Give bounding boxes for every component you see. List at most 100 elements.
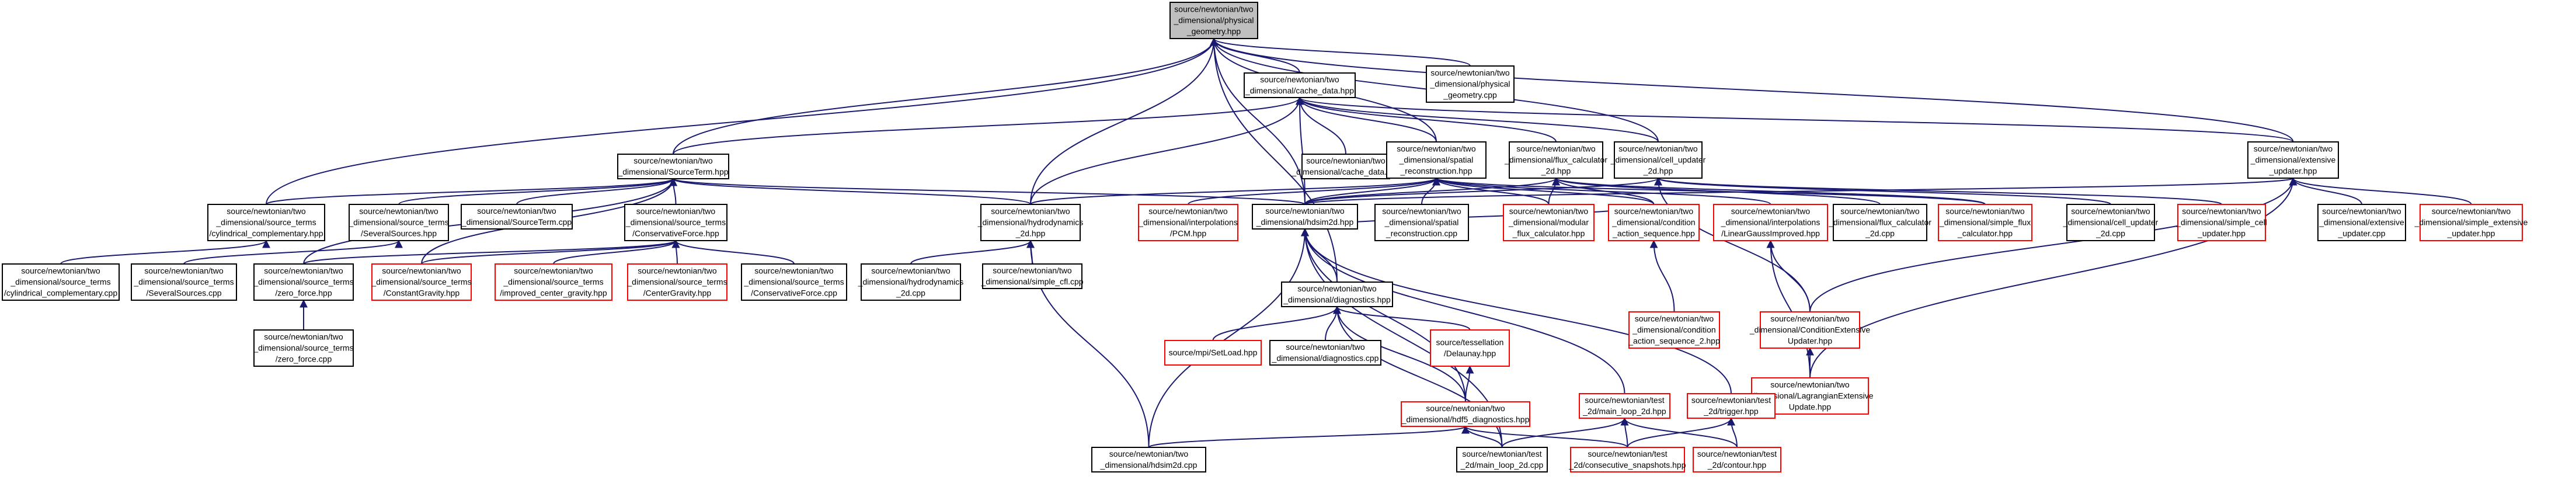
node-simpflux[interactable]: source/newtonian/two_dimensional/simple_… bbox=[1938, 204, 2032, 241]
node-cachecpp[interactable]: source/newtonian/two_dimensional/cache_d… bbox=[1291, 154, 1400, 179]
node-box-condseq2 bbox=[1628, 311, 1720, 349]
node-label-line: source/newtonian/two bbox=[1430, 68, 1510, 78]
node-cellupd[interactable]: source/newtonian/two_dimensional/cell_up… bbox=[1610, 141, 1706, 179]
node-mainloophpp[interactable]: source/newtonian/test_2d/main_loop_2d.hp… bbox=[1579, 393, 1670, 419]
node-condseq2[interactable]: source/newtonian/two_dimensional/conditi… bbox=[1628, 311, 1720, 349]
node-box-constgrav bbox=[371, 263, 472, 301]
node-condseq[interactable]: source/newtonian/two_dimensional/conditi… bbox=[1608, 204, 1700, 241]
node-label-line: _dimensional/diagnostics.hpp bbox=[1283, 295, 1391, 304]
node-constgrav[interactable]: source/newtonian/two_dimensional/source_… bbox=[371, 263, 472, 301]
node-label-line: source/newtonian/two bbox=[382, 266, 461, 276]
node-box-modflux bbox=[1503, 204, 1595, 241]
node-box-simpext bbox=[2420, 204, 2523, 241]
node-hdsim[interactable]: source/newtonian/two_dimensional/hdsim2d… bbox=[1252, 204, 1358, 230]
node-label-line: _dimensional/source_terms bbox=[371, 277, 471, 287]
node-trigger[interactable]: source/newtonian/test_2d/trigger.hpp bbox=[1687, 393, 1776, 419]
node-label-line: source/newtonian/two bbox=[991, 207, 1070, 216]
node-cylcpp[interactable]: source/newtonian/two_dimensional/source_… bbox=[2, 263, 120, 301]
edge-sevcpp-to-sevhpp bbox=[183, 239, 403, 265]
edge-condext-to-extupd bbox=[1809, 177, 2297, 312]
node-lingauss[interactable]: source/newtonian/two_dimensional/interpo… bbox=[1713, 204, 1828, 241]
node-label-line: _dimensional/cache_data.hpp bbox=[1245, 86, 1354, 95]
node-label-line: _dimensional/source_terms bbox=[348, 218, 448, 227]
node-label-line: _dimensional/spatial bbox=[1384, 218, 1459, 227]
node-zerohpp[interactable]: source/newtonian/two_dimensional/source_… bbox=[253, 263, 354, 301]
node-box-simpflux bbox=[1938, 204, 2032, 241]
node-label-line: source/newtonian/two bbox=[2322, 207, 2401, 216]
node-label-line: _dimensional/hdsim2d.hpp bbox=[1256, 217, 1354, 227]
edge-cellupd-to-cache bbox=[1296, 96, 1659, 143]
node-sourceterm[interactable]: source/newtonian/two_dimensional/SourceT… bbox=[617, 154, 729, 179]
node-label-line: _reconstruction.cpp bbox=[1386, 229, 1457, 238]
node-mainloopcpp[interactable]: source/newtonian/test_2d/main_loop_2d.cp… bbox=[1456, 447, 1548, 472]
node-pcm[interactable]: source/newtonian/two_dimensional/interpo… bbox=[1138, 204, 1238, 241]
node-spatial[interactable]: source/newtonian/two_dimensional/spatial… bbox=[1386, 141, 1487, 179]
node-stcpp[interactable]: source/newtonian/two_dimensional/SourceT… bbox=[461, 204, 573, 230]
node-label-line: _dimensional/source_terms bbox=[10, 277, 110, 287]
node-extupd[interactable]: source/newtonian/two_dimensional/extensi… bbox=[2247, 141, 2339, 179]
node-hdsimcpp[interactable]: source/newtonian/two_dimensional/hdsim2d… bbox=[1091, 447, 1206, 472]
node-cylhpp[interactable]: source/newtonian/two_dimensional/source_… bbox=[207, 204, 325, 241]
node-flux[interactable]: source/newtonian/two_dimensional/flux_ca… bbox=[1504, 141, 1607, 179]
node-label-line: source/newtonian/two bbox=[1945, 207, 2025, 216]
node-diag[interactable]: source/newtonian/two_dimensional/diagnos… bbox=[1281, 282, 1393, 307]
node-label-line: source/newtonian/test bbox=[1585, 395, 1664, 405]
node-extcpp[interactable]: source/newtonian/two_dimensional/extensi… bbox=[2317, 204, 2406, 241]
node-label-line: _dimensional/diagnostics.cpp bbox=[1272, 353, 1379, 363]
node-label-line: _2d/contour.hpp bbox=[1707, 460, 1767, 470]
node-box-lingauss bbox=[1713, 204, 1828, 241]
node-conshpp[interactable]: source/newtonian/two_dimensional/source_… bbox=[624, 204, 727, 241]
node-label-line: _dimensional/simple_extensive bbox=[2414, 218, 2528, 227]
node-box-zerocpp bbox=[253, 329, 354, 367]
node-delaunay[interactable]: source/tessellation/Delaunay.hpp bbox=[1430, 329, 1510, 367]
node-cache[interactable]: source/newtonian/two_dimensional/cache_d… bbox=[1244, 72, 1356, 98]
node-hydro[interactable]: source/newtonian/two _dimensional/hydrody… bbox=[977, 204, 1084, 241]
edge-hdsim-to-root bbox=[1210, 37, 1306, 205]
node-setload[interactable]: source/mpi/SetLoad.hpp bbox=[1164, 340, 1262, 366]
node-sevcpp[interactable]: source/newtonian/two_dimensional/source_… bbox=[131, 263, 237, 301]
node-label-line: /ConservativeForce.hpp bbox=[632, 229, 719, 238]
node-hydrocpp[interactable]: source/newtonian/two_dimensional/hydrody… bbox=[858, 263, 964, 301]
node-cellcpp[interactable]: source/newtonian/two_dimensional/cell_up… bbox=[2063, 204, 2159, 241]
edge-contour-to-trigger bbox=[1727, 417, 1738, 448]
node-label-line: source/newtonian/two bbox=[636, 207, 716, 216]
node-spatcpp[interactable]: source/newtonian/two_dimensional/spatial… bbox=[1374, 204, 1469, 241]
node-simpcfl[interactable]: source/newtonian/two_dimensional/simple_… bbox=[980, 263, 1084, 289]
node-simpext[interactable]: source/newtonian/two_dimensional/simple_… bbox=[2414, 204, 2528, 241]
edge-sevhpp-to-sourceterm bbox=[398, 178, 677, 205]
node-conscpp[interactable]: source/newtonian/two_dimensional/source_… bbox=[741, 263, 847, 301]
node-box-stcpp bbox=[461, 204, 573, 230]
edge-cylhpp-to-sourceterm bbox=[266, 178, 677, 205]
node-box-cellupd bbox=[1614, 141, 1703, 179]
edge-hdsim-to-spatial bbox=[1304, 177, 1440, 205]
node-label-line: _dimensional/source_terms bbox=[503, 277, 603, 287]
node-label-line: _dimensional/hydrodynamics bbox=[977, 218, 1084, 227]
node-label-line: _calculator.hpp bbox=[1957, 229, 2013, 238]
node-fluxcpp[interactable]: source/newtonian/two_dimensional/flux_ca… bbox=[1828, 204, 1931, 241]
edge-fluxcpp-to-flux bbox=[1552, 177, 1881, 205]
node-consec[interactable]: source/newtonian/test_2d/consecutive_sna… bbox=[1568, 447, 1686, 472]
node-diagcpp[interactable]: source/newtonian/two_dimensional/diagnos… bbox=[1269, 340, 1381, 366]
node-zerocpp[interactable]: source/newtonian/two_dimensional/source_… bbox=[253, 329, 354, 367]
node-physcpp[interactable]: source/newtonian/two_dimensional/physica… bbox=[1426, 65, 1515, 103]
edge-setload-to-diag bbox=[1212, 305, 1341, 341]
node-modflux[interactable]: source/newtonian/two_dimensional/modular… bbox=[1503, 204, 1595, 241]
node-label-line: _dimensional/physical bbox=[1430, 79, 1510, 89]
node-label-line: _dimensional/source_terms bbox=[253, 343, 353, 353]
node-box-fluxcpp bbox=[1833, 204, 1927, 241]
node-label-line: source/newtonian/two bbox=[638, 266, 717, 276]
node-box-hydro bbox=[980, 204, 1081, 241]
node-box-zerohpp bbox=[253, 263, 354, 301]
node-simpcell[interactable]: source/newtonian/two_dimensional/simple_… bbox=[2175, 204, 2267, 241]
node-sevhpp[interactable]: source/newtonian/two_dimensional/source_… bbox=[348, 204, 449, 241]
edge-extupd-to-cache bbox=[1296, 96, 2294, 143]
node-condext[interactable]: source/newtonian/two_dimensional/Conditi… bbox=[1749, 311, 1870, 349]
node-label-line: _updater.hpp bbox=[2269, 166, 2317, 176]
node-label-line: _dimensional/interpolations bbox=[1721, 218, 1820, 227]
node-impgrav[interactable]: source/newtonian/two_dimensional/source_… bbox=[495, 263, 612, 301]
node-box-cylcpp bbox=[2, 263, 120, 301]
node-centgrav[interactable]: source/newtonian/two_dimensional/source_… bbox=[626, 263, 727, 301]
node-hdf5[interactable]: source/newtonian/two_dimensional/hdf5_di… bbox=[1401, 401, 1530, 427]
edges-layer bbox=[60, 37, 2472, 448]
node-contour[interactable]: source/newtonian/test_2d/contour.hpp bbox=[1693, 447, 1781, 472]
